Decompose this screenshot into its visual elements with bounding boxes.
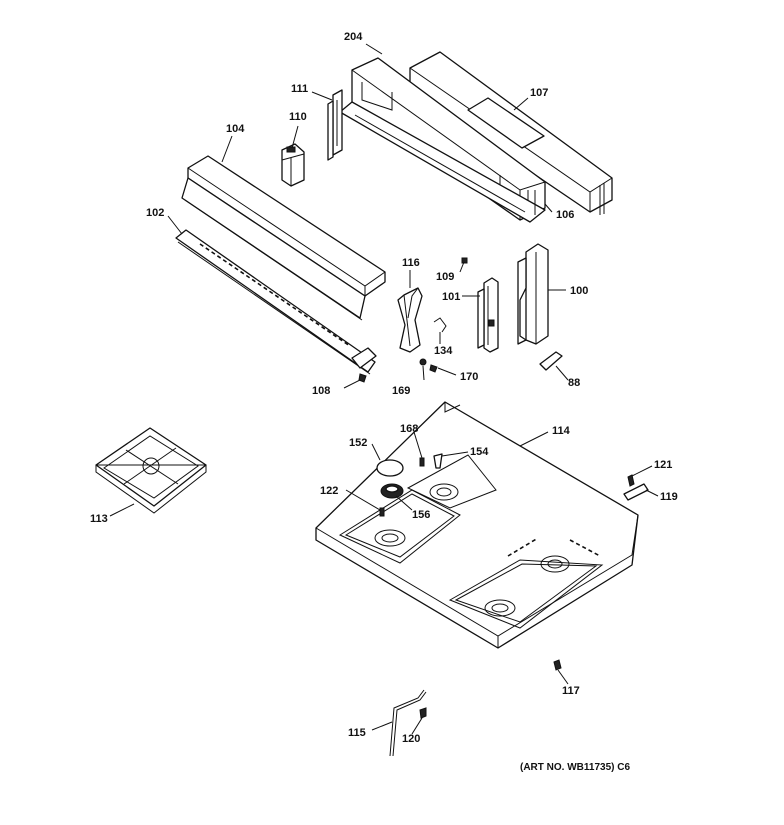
part-120-screw xyxy=(419,707,427,719)
part-204-backsplash xyxy=(339,57,546,223)
part-134-clip xyxy=(433,317,447,333)
part-88-spacer xyxy=(539,351,563,371)
part-116-bracket xyxy=(397,287,423,353)
callout-100: 100 xyxy=(570,285,588,297)
callout-170: 170 xyxy=(460,371,478,383)
part-100-side-bracket xyxy=(517,243,549,345)
callout-119: 119 xyxy=(660,491,678,503)
part-101-hinge-bracket xyxy=(477,277,499,353)
callout-109: 109 xyxy=(436,271,454,283)
part-117-screw xyxy=(553,659,562,671)
part-109-screw xyxy=(461,257,468,264)
callout-168: 168 xyxy=(400,423,418,435)
callout-116: 116 xyxy=(402,257,420,269)
callout-117: 117 xyxy=(562,685,580,697)
part-121-screw xyxy=(627,474,635,487)
part-122-screw xyxy=(379,507,385,517)
part-156-burner-head xyxy=(380,483,404,499)
art-number: (ART NO. WB11735) C6 xyxy=(520,762,631,773)
part-115-rod xyxy=(389,689,427,757)
callout-134: 134 xyxy=(434,345,453,357)
part-170-screw xyxy=(429,364,438,373)
part-102-trim xyxy=(175,229,377,375)
callout-120: 120 xyxy=(402,733,420,745)
part-104-control-panel xyxy=(181,155,386,321)
callout-111: 111 xyxy=(291,83,308,95)
callout-104: 104 xyxy=(226,123,245,135)
callout-102: 102 xyxy=(146,207,164,219)
part-119-bracket xyxy=(623,483,649,501)
part-108-screw xyxy=(358,373,367,383)
part-113-burner-grate xyxy=(95,427,207,514)
callout-122: 122 xyxy=(320,485,338,497)
callout-101: 101 xyxy=(442,291,460,303)
callout-152: 152 xyxy=(349,437,367,449)
part-107-top-cover xyxy=(409,51,613,215)
part-168-screw xyxy=(419,457,425,467)
callout-121: 121 xyxy=(654,459,672,471)
leader-lines xyxy=(109,43,659,735)
part-152-burner-cap xyxy=(376,459,404,477)
part-169-screw xyxy=(419,358,427,366)
callout-113: 113 xyxy=(90,513,108,525)
callout-115: 115 xyxy=(348,727,366,739)
callout-110: 110 xyxy=(289,111,307,123)
callout-108: 108 xyxy=(312,385,330,397)
callout-114: 114 xyxy=(552,425,571,437)
callout-204: 204 xyxy=(344,31,363,43)
part-110-switch xyxy=(281,143,305,187)
callout-106: 106 xyxy=(556,209,574,221)
callout-107: 107 xyxy=(530,87,548,99)
callout-88: 88 xyxy=(568,377,580,389)
callout-154: 154 xyxy=(470,446,489,458)
part-111-bracket xyxy=(327,89,343,161)
part-154-orifice xyxy=(433,453,443,469)
callout-156: 156 xyxy=(412,509,430,521)
callout-169: 169 xyxy=(392,385,410,397)
